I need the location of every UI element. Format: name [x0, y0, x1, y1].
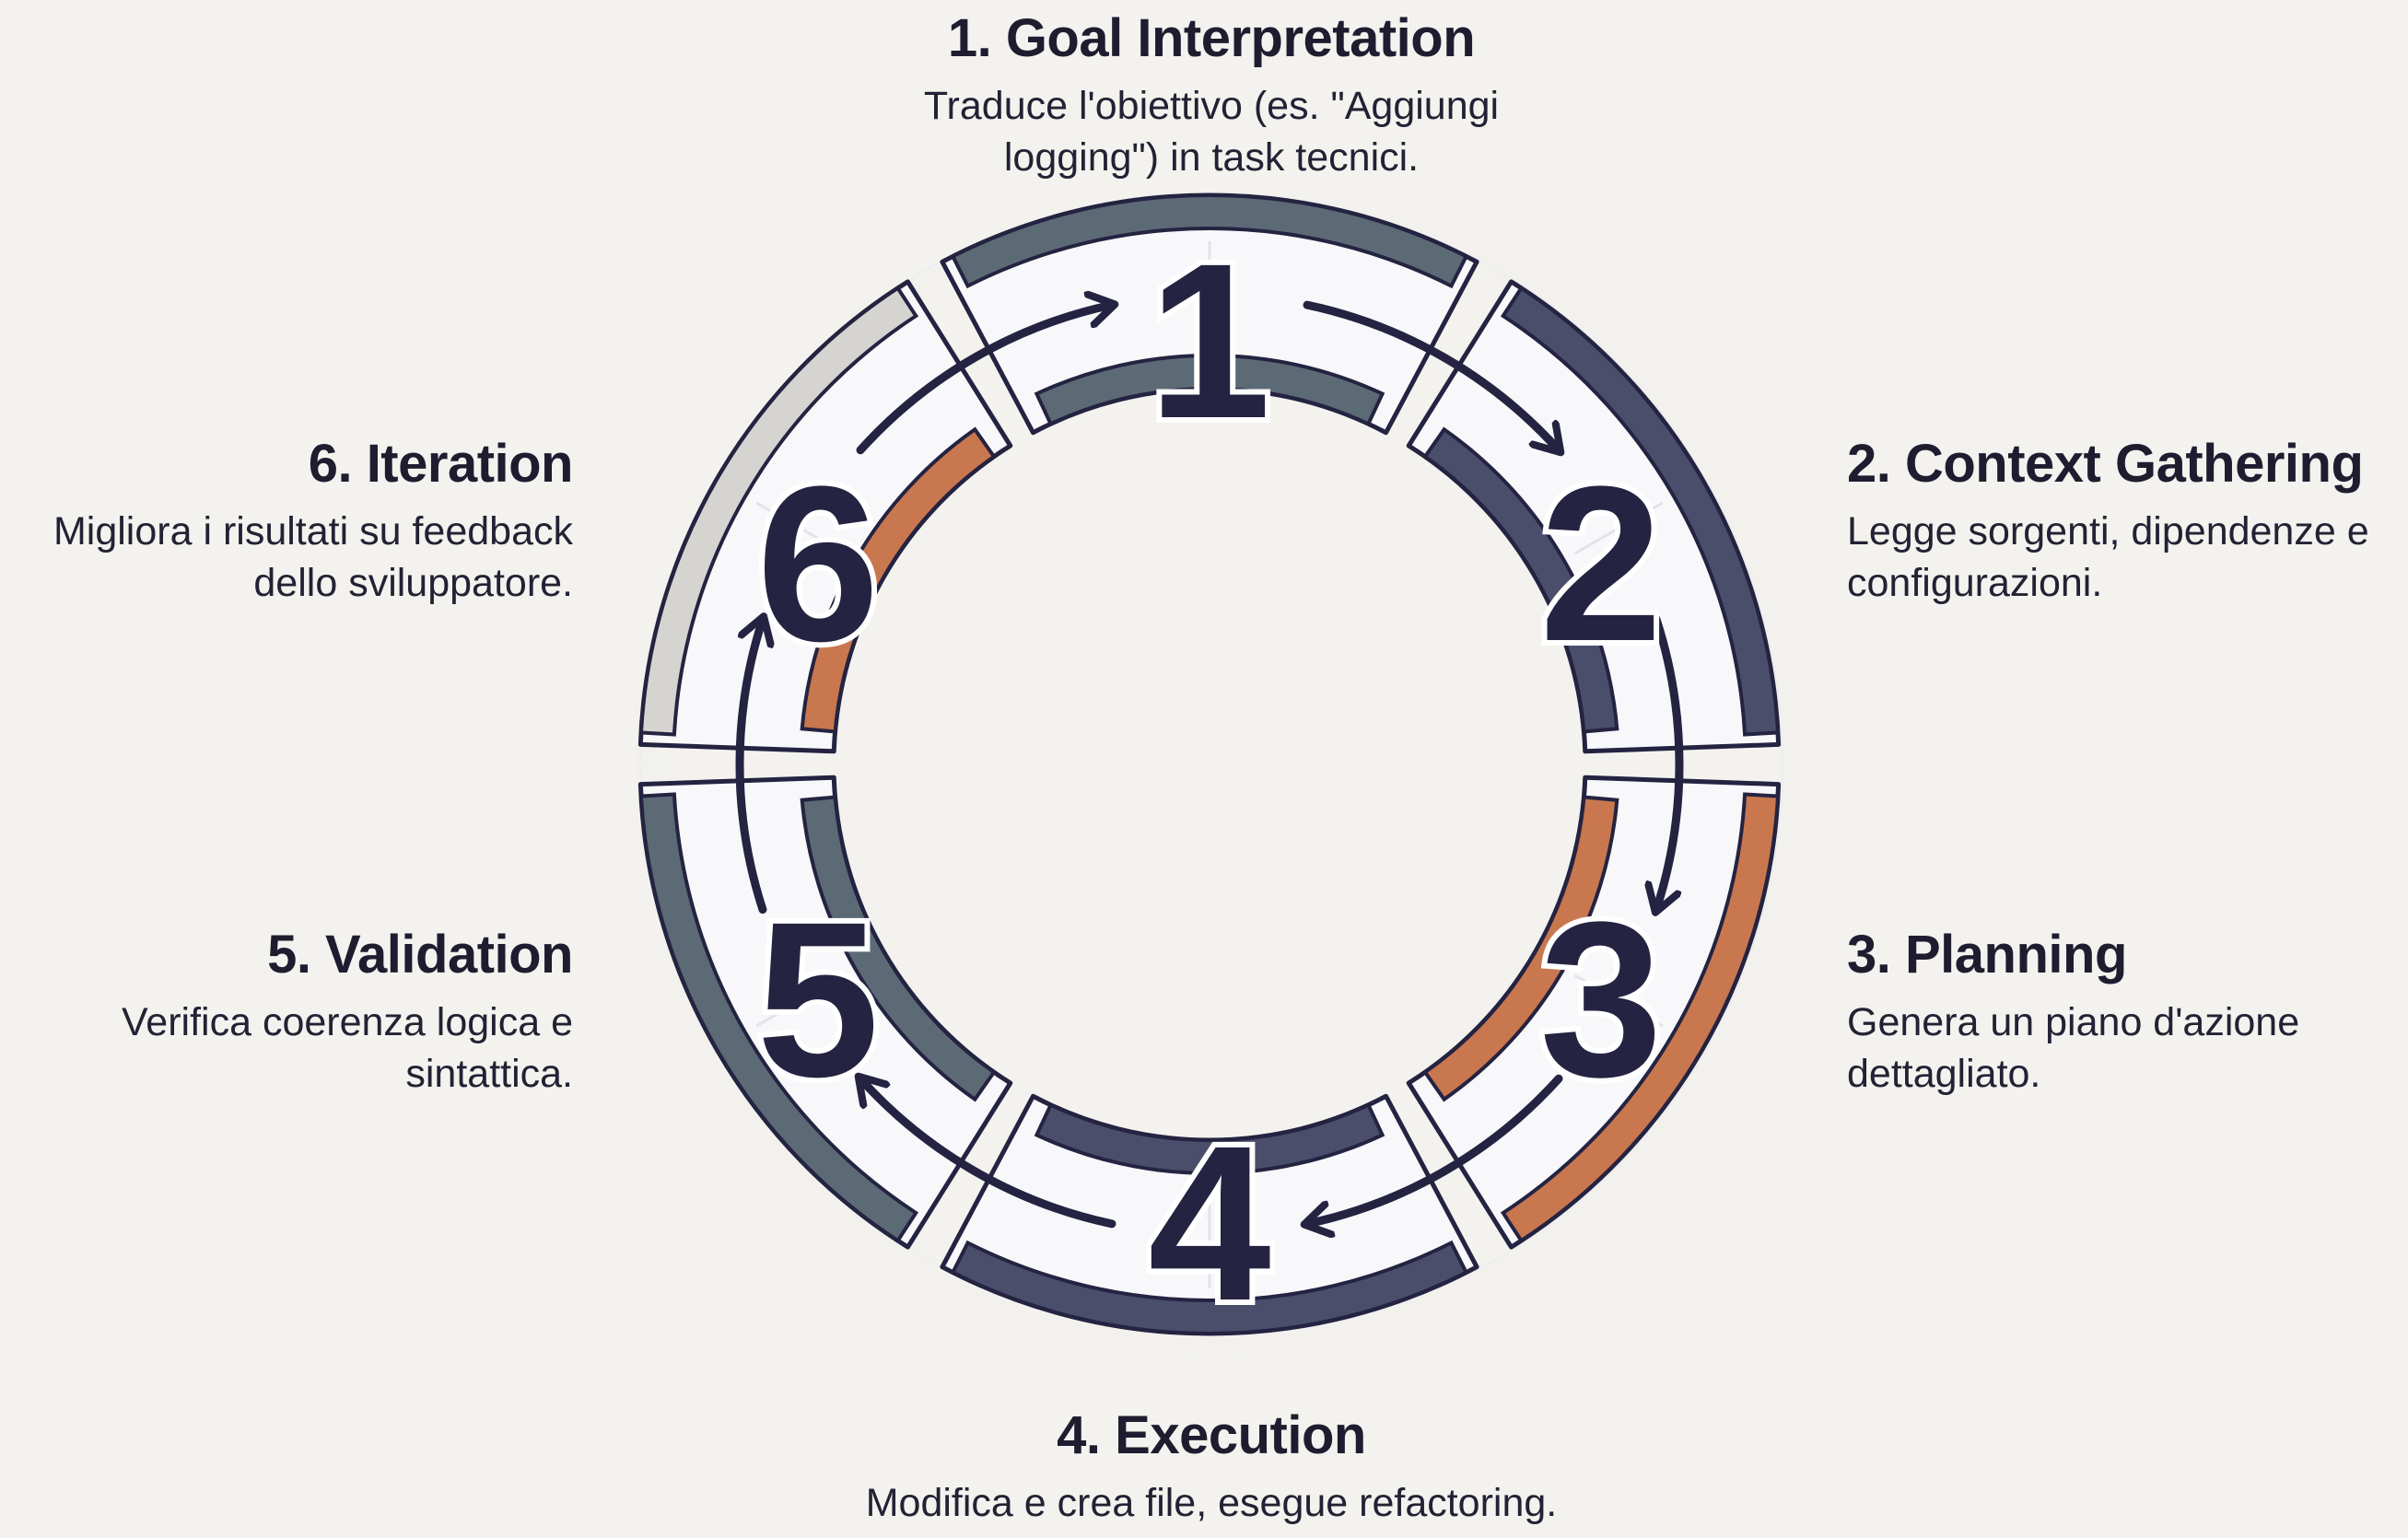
outer-band-1 [950, 193, 1469, 289]
outer-band-2 [1500, 285, 1781, 737]
step-6-title: 6. Iteration [308, 434, 574, 494]
outer-band-3 [1500, 792, 1781, 1243]
step-1-description: Traduce l'obiettivo (es. "Aggiungi loggi… [923, 84, 1500, 180]
wheel-number-5: 5 [756, 876, 879, 1123]
cycle-arrow-icon [856, 305, 1112, 455]
segment-divider-5 [755, 973, 846, 1028]
outer-band-4 [950, 1240, 1469, 1336]
step-5-title: 5. Validation [267, 925, 573, 985]
wheel-number-2: 2 [1539, 440, 1662, 687]
inner-band-1 [1034, 354, 1385, 426]
cycle-arrow-icon [1303, 300, 1559, 450]
outer-band-6 [638, 285, 919, 737]
step-2: 2. Context Gathering Legge sorgenti, dip… [1847, 433, 2400, 609]
cycle-arrow-icon [1656, 614, 1684, 909]
cycle-arrows [735, 300, 1684, 1229]
step-5-description: Verifica coerenza logica e sintattica. [121, 1000, 573, 1096]
step-4-description: Modifica e crea file, esegue refactoring… [865, 1481, 1558, 1525]
cycle-arrow-icon [735, 619, 763, 915]
wheel-numbers: 1 2 3 4 5 6 [751, 212, 1667, 1352]
inner-band-3 [1422, 795, 1619, 1102]
wheel-number-6: 6 [756, 440, 879, 687]
inner-band-5 [800, 795, 997, 1102]
step-4-title: 4. Execution [1057, 1405, 1366, 1465]
segment-divider-3 [1573, 973, 1664, 1028]
segment-divider-2 [1573, 501, 1664, 555]
cycle-arrow-icon [1307, 1074, 1563, 1224]
step-4: 4. Execution Modifica e crea file, esegu… [696, 1404, 1727, 1529]
step-3-title: 3. Planning [1847, 925, 2127, 985]
wheel-number-3: 3 [1539, 876, 1662, 1123]
step-5: 5. Validation Verifica coerenza logica e… [18, 924, 574, 1100]
step-6: 6. Iteration Migliora i risultati su fee… [2, 433, 574, 609]
step-1-title: 1. Goal Interpretation [947, 8, 1476, 68]
wheel-number-1: 1 [1148, 217, 1270, 464]
step-3-description: Genera un piano d'azione dettagliato. [1847, 1000, 2300, 1096]
step-1: 1. Goal Interpretation Traduce l'obietti… [834, 7, 1589, 183]
step-3: 3. Planning Genera un piano d'azione det… [1847, 924, 2400, 1100]
inner-band-6 [800, 426, 997, 734]
segment-divider-6 [755, 501, 846, 555]
outer-band-5 [638, 792, 919, 1243]
inner-band-2 [1422, 426, 1619, 734]
step-2-title: 2. Context Gathering [1847, 434, 2364, 494]
wheel-number-4: 4 [1148, 1100, 1270, 1346]
cycle-arrow-icon [860, 1078, 1116, 1229]
step-6-description: Migliora i risultati su feedback dello s… [53, 509, 573, 605]
step-2-description: Legge sorgenti, dipendenze e configurazi… [1847, 509, 2369, 605]
inner-band-4 [1034, 1102, 1385, 1175]
wheel-bands [638, 193, 1781, 1336]
